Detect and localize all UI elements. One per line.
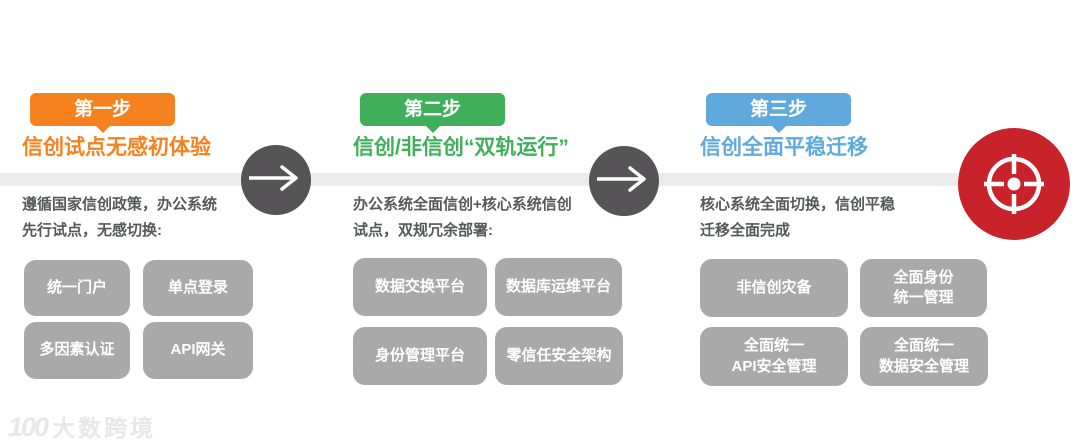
watermark-brand: 大数跨境 bbox=[52, 415, 157, 441]
arrow-circle-1 bbox=[241, 145, 311, 215]
capability-box: 全面统一 API安全管理 bbox=[700, 327, 848, 386]
watermark-logo: 100 bbox=[8, 412, 49, 442]
step-1-description: 遵循国家信创政策，办公系统 先行试点，无感切换: bbox=[22, 196, 218, 239]
timeline-bar bbox=[0, 173, 958, 186]
capability-box: 单点登录 bbox=[143, 260, 253, 316]
step-2-description: 办公系统全面信创+核心系统信创 试点，双规冗余部署: bbox=[353, 196, 572, 239]
capability-box: 身份管理平台 bbox=[353, 327, 487, 385]
capability-box: 零信任安全架构 bbox=[495, 327, 623, 385]
capability-box: 统一门户 bbox=[24, 260, 130, 316]
step-3-badge: 第三步 bbox=[706, 93, 851, 126]
watermark: 100 大数跨境 bbox=[8, 409, 156, 443]
step-3-title: 信创全面平稳迁移 bbox=[700, 136, 868, 159]
capability-box: 全面身份 统一管理 bbox=[860, 259, 987, 317]
capability-box: API网关 bbox=[143, 322, 253, 379]
capability-box: 数据交换平台 bbox=[353, 258, 487, 316]
step-2-title: 信创/非信创“双轨运行” bbox=[353, 136, 569, 159]
step-3-description: 核心系统全面切换，信创平稳 迁移全面完成 bbox=[700, 196, 896, 239]
right-arrow-icon bbox=[596, 164, 652, 199]
capability-box: 多因素认证 bbox=[24, 322, 130, 379]
step-2-badge: 第二步 bbox=[360, 93, 505, 126]
capability-box: 全面统一 数据安全管理 bbox=[860, 327, 988, 386]
capability-box: 数据库运维平台 bbox=[495, 258, 622, 316]
step-1-title: 信创试点无感初体验 bbox=[22, 136, 211, 159]
target-crosshair-icon bbox=[958, 128, 1070, 240]
right-arrow-icon bbox=[248, 163, 304, 198]
arrow-circle-2 bbox=[589, 146, 659, 216]
step-1-badge: 第一步 bbox=[30, 93, 175, 126]
capability-box: 非信创灾备 bbox=[700, 259, 848, 317]
